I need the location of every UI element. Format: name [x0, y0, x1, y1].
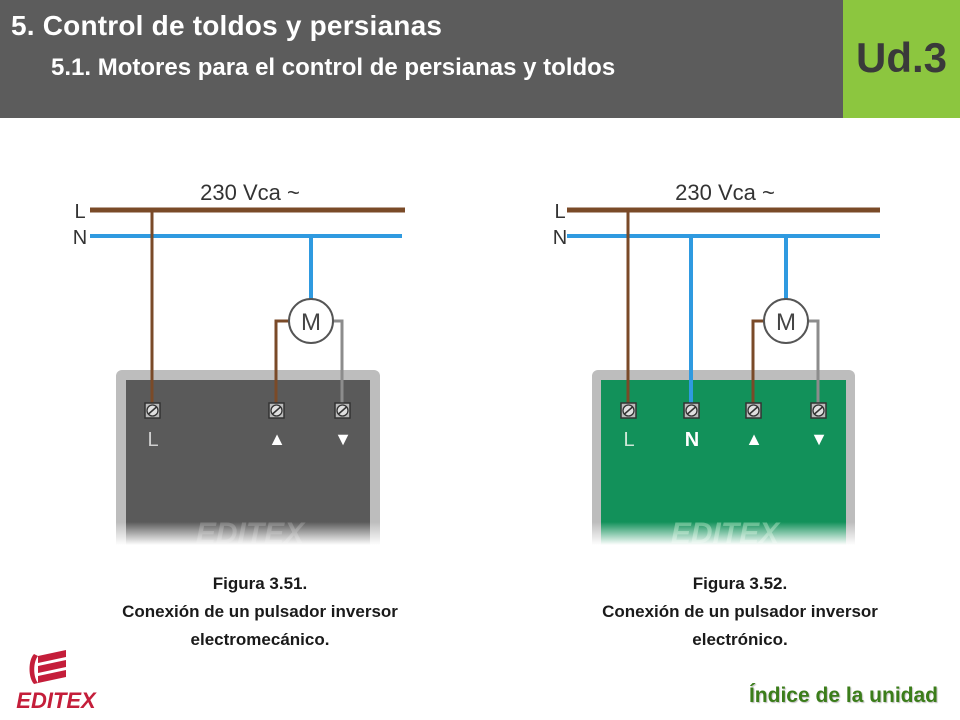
unit-label: Ud.3: [855, 34, 947, 81]
caption-line: Conexión de un pulsador inversor: [122, 602, 398, 621]
caption-line: Conexión de un pulsador inversor: [602, 602, 878, 621]
editex-logo: EDITEX: [16, 650, 97, 713]
down-return-wire: [332, 319, 344, 410]
switch-device-face: [601, 380, 846, 545]
terminal-screw: [745, 402, 762, 419]
caption-line: Figura 3.51.: [212, 574, 308, 593]
switch-device-face: [126, 380, 370, 545]
voltage-label: 230 Vca ~: [200, 180, 300, 205]
terminal-screw: [144, 402, 161, 419]
terminal-screw: [810, 402, 827, 419]
page-title: 5. Control de toldos y persianas: [11, 10, 443, 41]
terminal-label: ▼: [334, 429, 352, 449]
terminal-label: ▲: [268, 429, 286, 449]
motor-symbol: [763, 298, 809, 344]
figure-caption: Figura 3.51. Conexión de un pulsador inv…: [50, 570, 470, 654]
caption-line: electrónico.: [692, 630, 788, 649]
logo-text: EDITEX: [16, 688, 97, 713]
page-subtitle: 5.1. Motores para el control de persiana…: [51, 54, 616, 81]
terminal-screw: [334, 402, 351, 419]
up-return-wire: [274, 319, 290, 410]
motor-label: M: [776, 309, 796, 336]
line-label-n: N: [73, 227, 87, 249]
terminal-label: ▼: [810, 429, 828, 449]
terminal-label: L: [623, 429, 634, 451]
up-return-wire: [751, 319, 765, 410]
unit-index-link[interactable]: Índice de la unidad: [748, 684, 938, 707]
figure-electronic-diagram: EDITEX M 230 Vca ~ L N L N ▲ ▼: [553, 180, 880, 545]
terminal-screw: [620, 402, 637, 419]
terminal-label: N: [685, 429, 699, 451]
down-return-wire: [807, 319, 820, 410]
terminal-screw: [683, 402, 700, 419]
unit-badge: Ud.3: [843, 0, 960, 118]
line-label-l: L: [554, 201, 565, 223]
terminal-screw: [268, 402, 285, 419]
caption-line: Figura 3.52.: [692, 574, 788, 593]
caption-line: electromecánico.: [190, 630, 330, 649]
terminal-label: ▲: [745, 429, 763, 449]
line-label-l: L: [74, 201, 85, 223]
figure-electromechanical-diagram: EDITEX M 230 Vca ~ L N L ▲ ▼: [73, 180, 405, 545]
voltage-label: 230 Vca ~: [675, 180, 775, 205]
line-label-n: N: [553, 227, 567, 249]
motor-label: M: [301, 309, 321, 336]
header-bar: 5. Control de toldos y persianas 5.1. Mo…: [0, 0, 843, 118]
figure-caption: Figura 3.52. Conexión de un pulsador inv…: [530, 570, 950, 654]
motor-symbol: [288, 298, 334, 344]
terminal-label: L: [147, 429, 158, 451]
